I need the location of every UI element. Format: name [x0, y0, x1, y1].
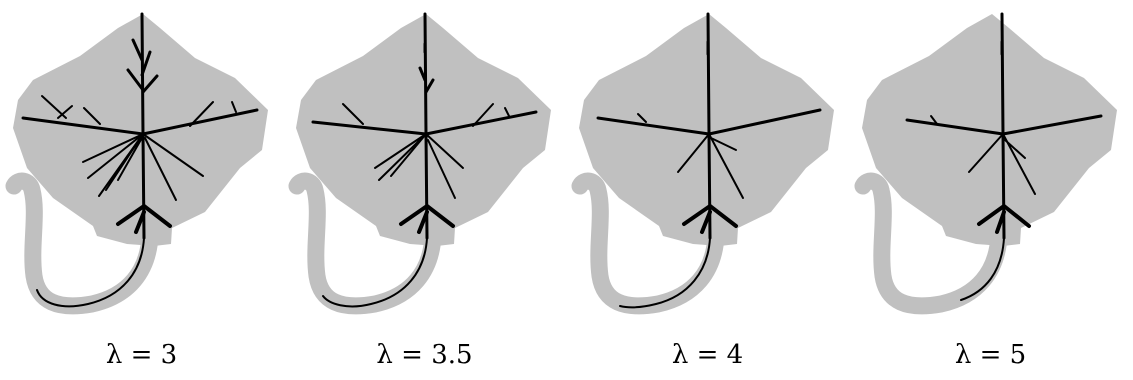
panel-lambda-4: λ = 4 — [566, 0, 849, 380]
panel-caption-lambda-5: λ = 5 — [954, 340, 1027, 370]
stingray-skeleton-figure — [288, 12, 551, 315]
panel-lambda-5: λ = 5 — [849, 0, 1132, 380]
medial-axis-skeleton — [905, 12, 1103, 301]
stingray-silhouette — [571, 14, 834, 315]
panel-lambda-3: λ = 3 — [0, 0, 283, 380]
medial-axis-skeleton — [596, 12, 822, 309]
stingray-skeleton-figure — [5, 12, 268, 315]
medial-axis-skeleton — [21, 12, 259, 308]
stingray-skeleton-figure — [854, 12, 1117, 315]
stingray-silhouette — [5, 14, 268, 315]
panel-caption-lambda-4: λ = 4 — [671, 340, 744, 370]
medial-axis-skeleton — [311, 12, 538, 308]
stingray-silhouette — [854, 14, 1117, 315]
panel-caption-lambda-3: λ = 3 — [105, 340, 178, 370]
stingray-silhouette — [288, 14, 551, 315]
panel-caption-lambda-3-5: λ = 3.5 — [376, 340, 473, 370]
panel-lambda-3-5: λ = 3.5 — [283, 0, 566, 380]
stingray-skeleton-figure — [571, 12, 834, 315]
